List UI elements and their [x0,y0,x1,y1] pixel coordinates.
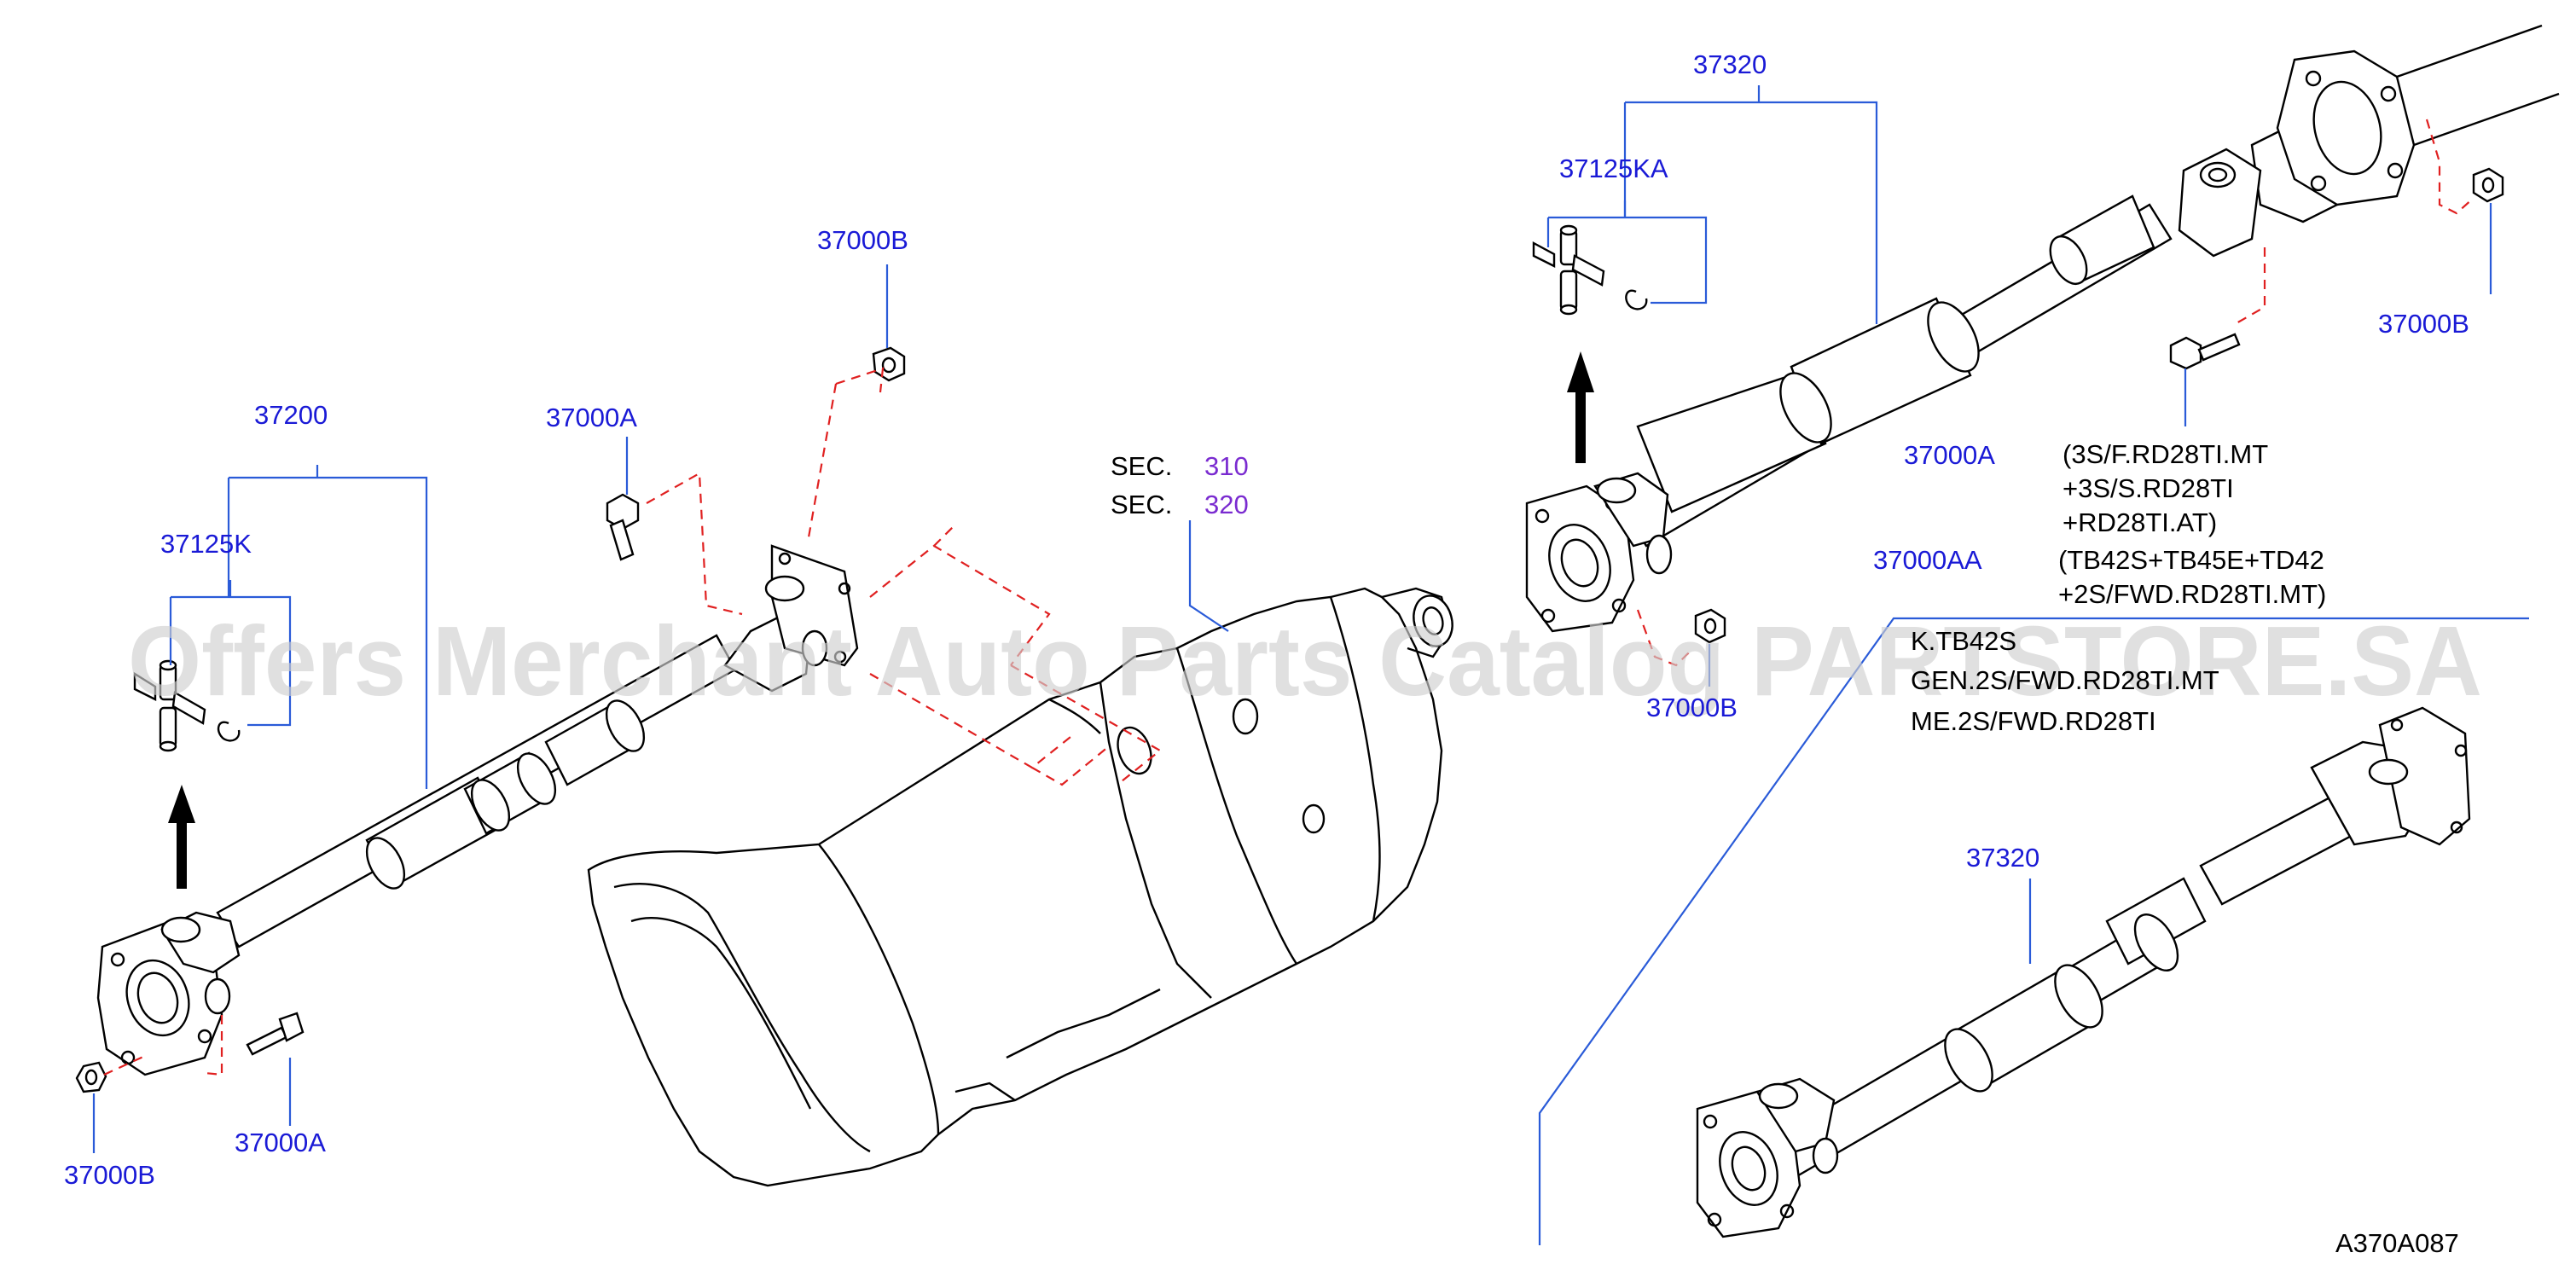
note-variant-line1: K.TB42S [1911,626,2016,656]
note-a-line2: +3S/S.RD28TI [2063,473,2234,503]
sec-word-2: SEC. [1111,490,1172,519]
nut-37000B-right [2472,167,2504,203]
right-top-propeller-shaft [1525,24,2560,633]
sec-number-310[interactable]: 310 [1204,451,1249,481]
sec-word-1: SEC. [1111,451,1172,481]
label-37000A-left[interactable]: 37000A [235,1128,326,1157]
universal-joint-spider-right [1532,224,1648,316]
label-37125KA[interactable]: 37125KA [1559,154,1668,183]
diagram-code: A370A087 [2335,1228,2459,1258]
label-37320-top[interactable]: 37320 [1693,49,1767,79]
label-37000AA[interactable]: 37000AA [1873,545,1982,575]
transmission-housing [587,587,1453,1187]
leader-lines [92,85,2529,1245]
nut-37000B-rmid [1694,608,1726,644]
note-aa-line2: +2S/FWD.RD28TI.MT) [2058,579,2326,609]
watermark: Offers Merchant Auto Parts Catalog PARTS… [128,606,2482,716]
bolt-37000A-right [2169,333,2241,370]
note-aa-line1: (TB42S+TB45E+TD42 [2058,545,2324,575]
applicability-notes: (3S/F.RD28TI.MT +3S/S.RD28TI +RD28TI.AT)… [1911,439,2326,736]
note-a-line1: (3S/F.RD28TI.MT [2063,439,2268,469]
arrow-up-right-icon [1567,351,1594,463]
note-variant-line3: ME.2S/FWD.RD28TI [1911,706,2156,736]
universal-joint-spider-left [133,659,241,752]
label-37320-low[interactable]: 37320 [1966,843,2039,873]
label-37000A-right[interactable]: 37000A [1904,440,1995,470]
note-variant-line2: GEN.2S/FWD.RD28TI.MT [1911,665,2219,695]
nut-37000B-left [75,1061,107,1093]
note-a-line3: +RD28TI.AT) [2063,507,2217,537]
bolt-37000A-mid [606,493,640,561]
bolt-37000A-left [246,1012,305,1056]
right-bottom-propeller-shaft [1696,706,2471,1238]
dashed-guide-lines [103,119,2474,1076]
arrow-up-left-icon [168,785,195,889]
part-labels: 37200 37125K 37000B 37000A 37000A 37000B… [64,49,2469,1190]
label-37000A-mid[interactable]: 37000A [546,403,637,432]
nut-37000B-mid [872,346,906,382]
label-37125K[interactable]: 37125K [160,529,252,559]
left-propeller-shaft [96,544,859,1076]
label-37200[interactable]: 37200 [254,400,328,430]
sec-number-320[interactable]: 320 [1204,490,1249,519]
section-references: SEC. 310 SEC. 320 [1111,451,1249,519]
label-37000B-mid[interactable]: 37000B [817,225,908,255]
label-37000B-right[interactable]: 37000B [2378,309,2469,339]
label-37000B-left[interactable]: 37000B [64,1160,155,1190]
label-37000B-rmid[interactable]: 37000B [1646,693,1738,722]
